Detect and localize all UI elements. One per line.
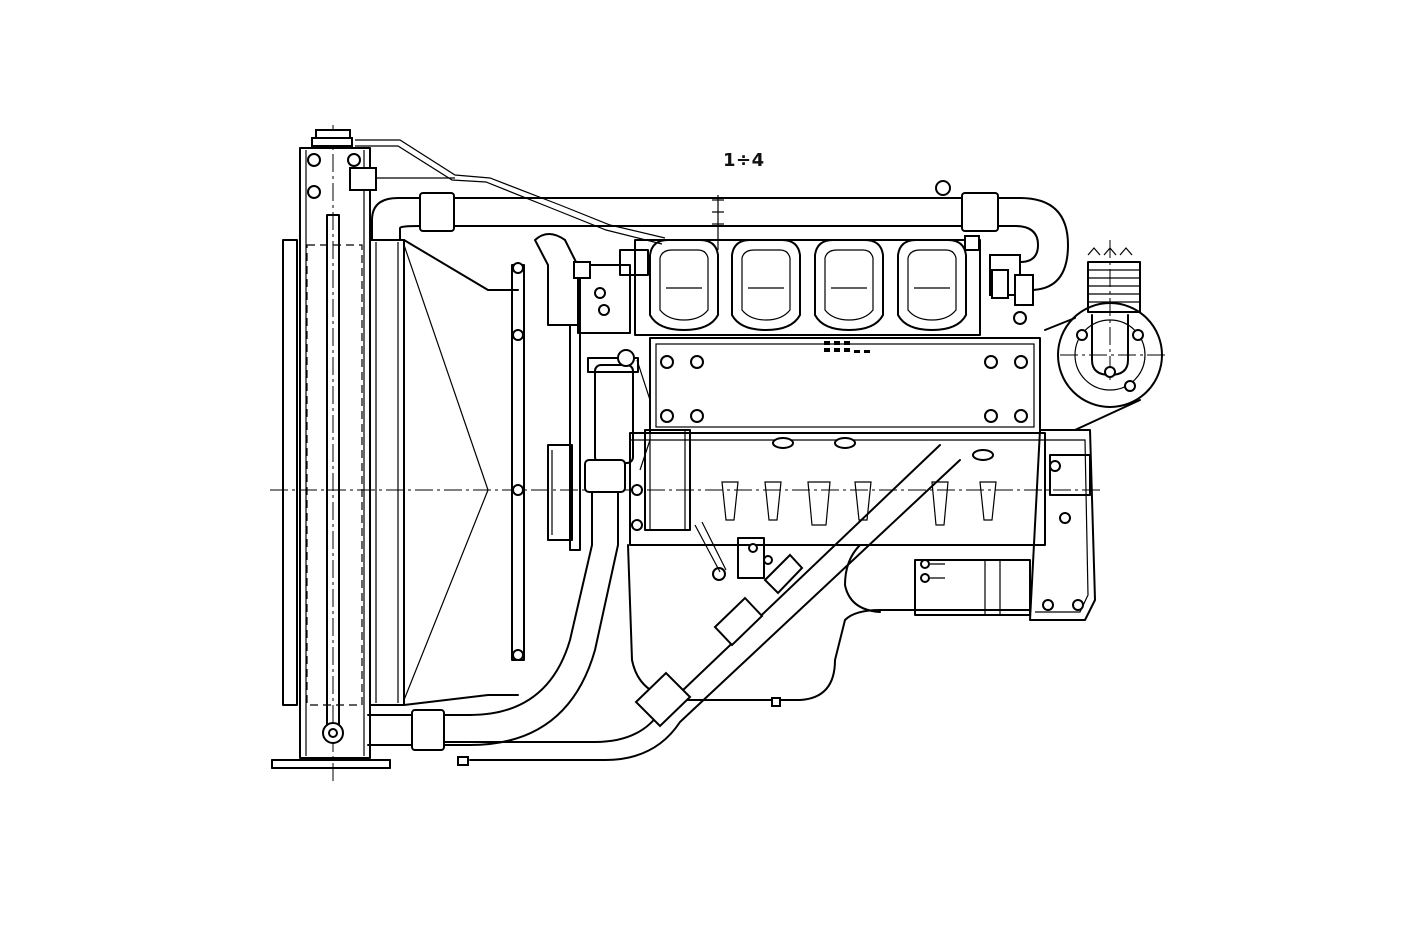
oil-filter: [587, 349, 651, 471]
lower-coolant-pipe: [367, 459, 626, 766]
rear-fittings: [964, 235, 1034, 325]
fan: [511, 262, 581, 661]
fan-shroud: [369, 239, 519, 706]
oil-sump: [627, 544, 1031, 707]
capillary-line: [349, 139, 666, 245]
cylinder-cover-3: [814, 239, 884, 331]
cylinder-cover-4: [897, 239, 967, 331]
cylinder-head-covers: [634, 239, 981, 336]
sensor-bracket: [694, 521, 773, 581]
starter-motor: [914, 559, 1031, 616]
flywheel-housing: [1029, 429, 1096, 621]
thermostat-housing: [534, 233, 649, 334]
top-coolant-pipe: [371, 180, 1069, 296]
callout-label: 1÷4: [723, 150, 765, 171]
diagonal-pipe: [444, 444, 961, 761]
air-intake: [1039, 247, 1163, 431]
cylinder-cover-2: [731, 239, 801, 331]
cylinder-cover-1: [649, 239, 719, 331]
engine-block: [629, 337, 1046, 546]
